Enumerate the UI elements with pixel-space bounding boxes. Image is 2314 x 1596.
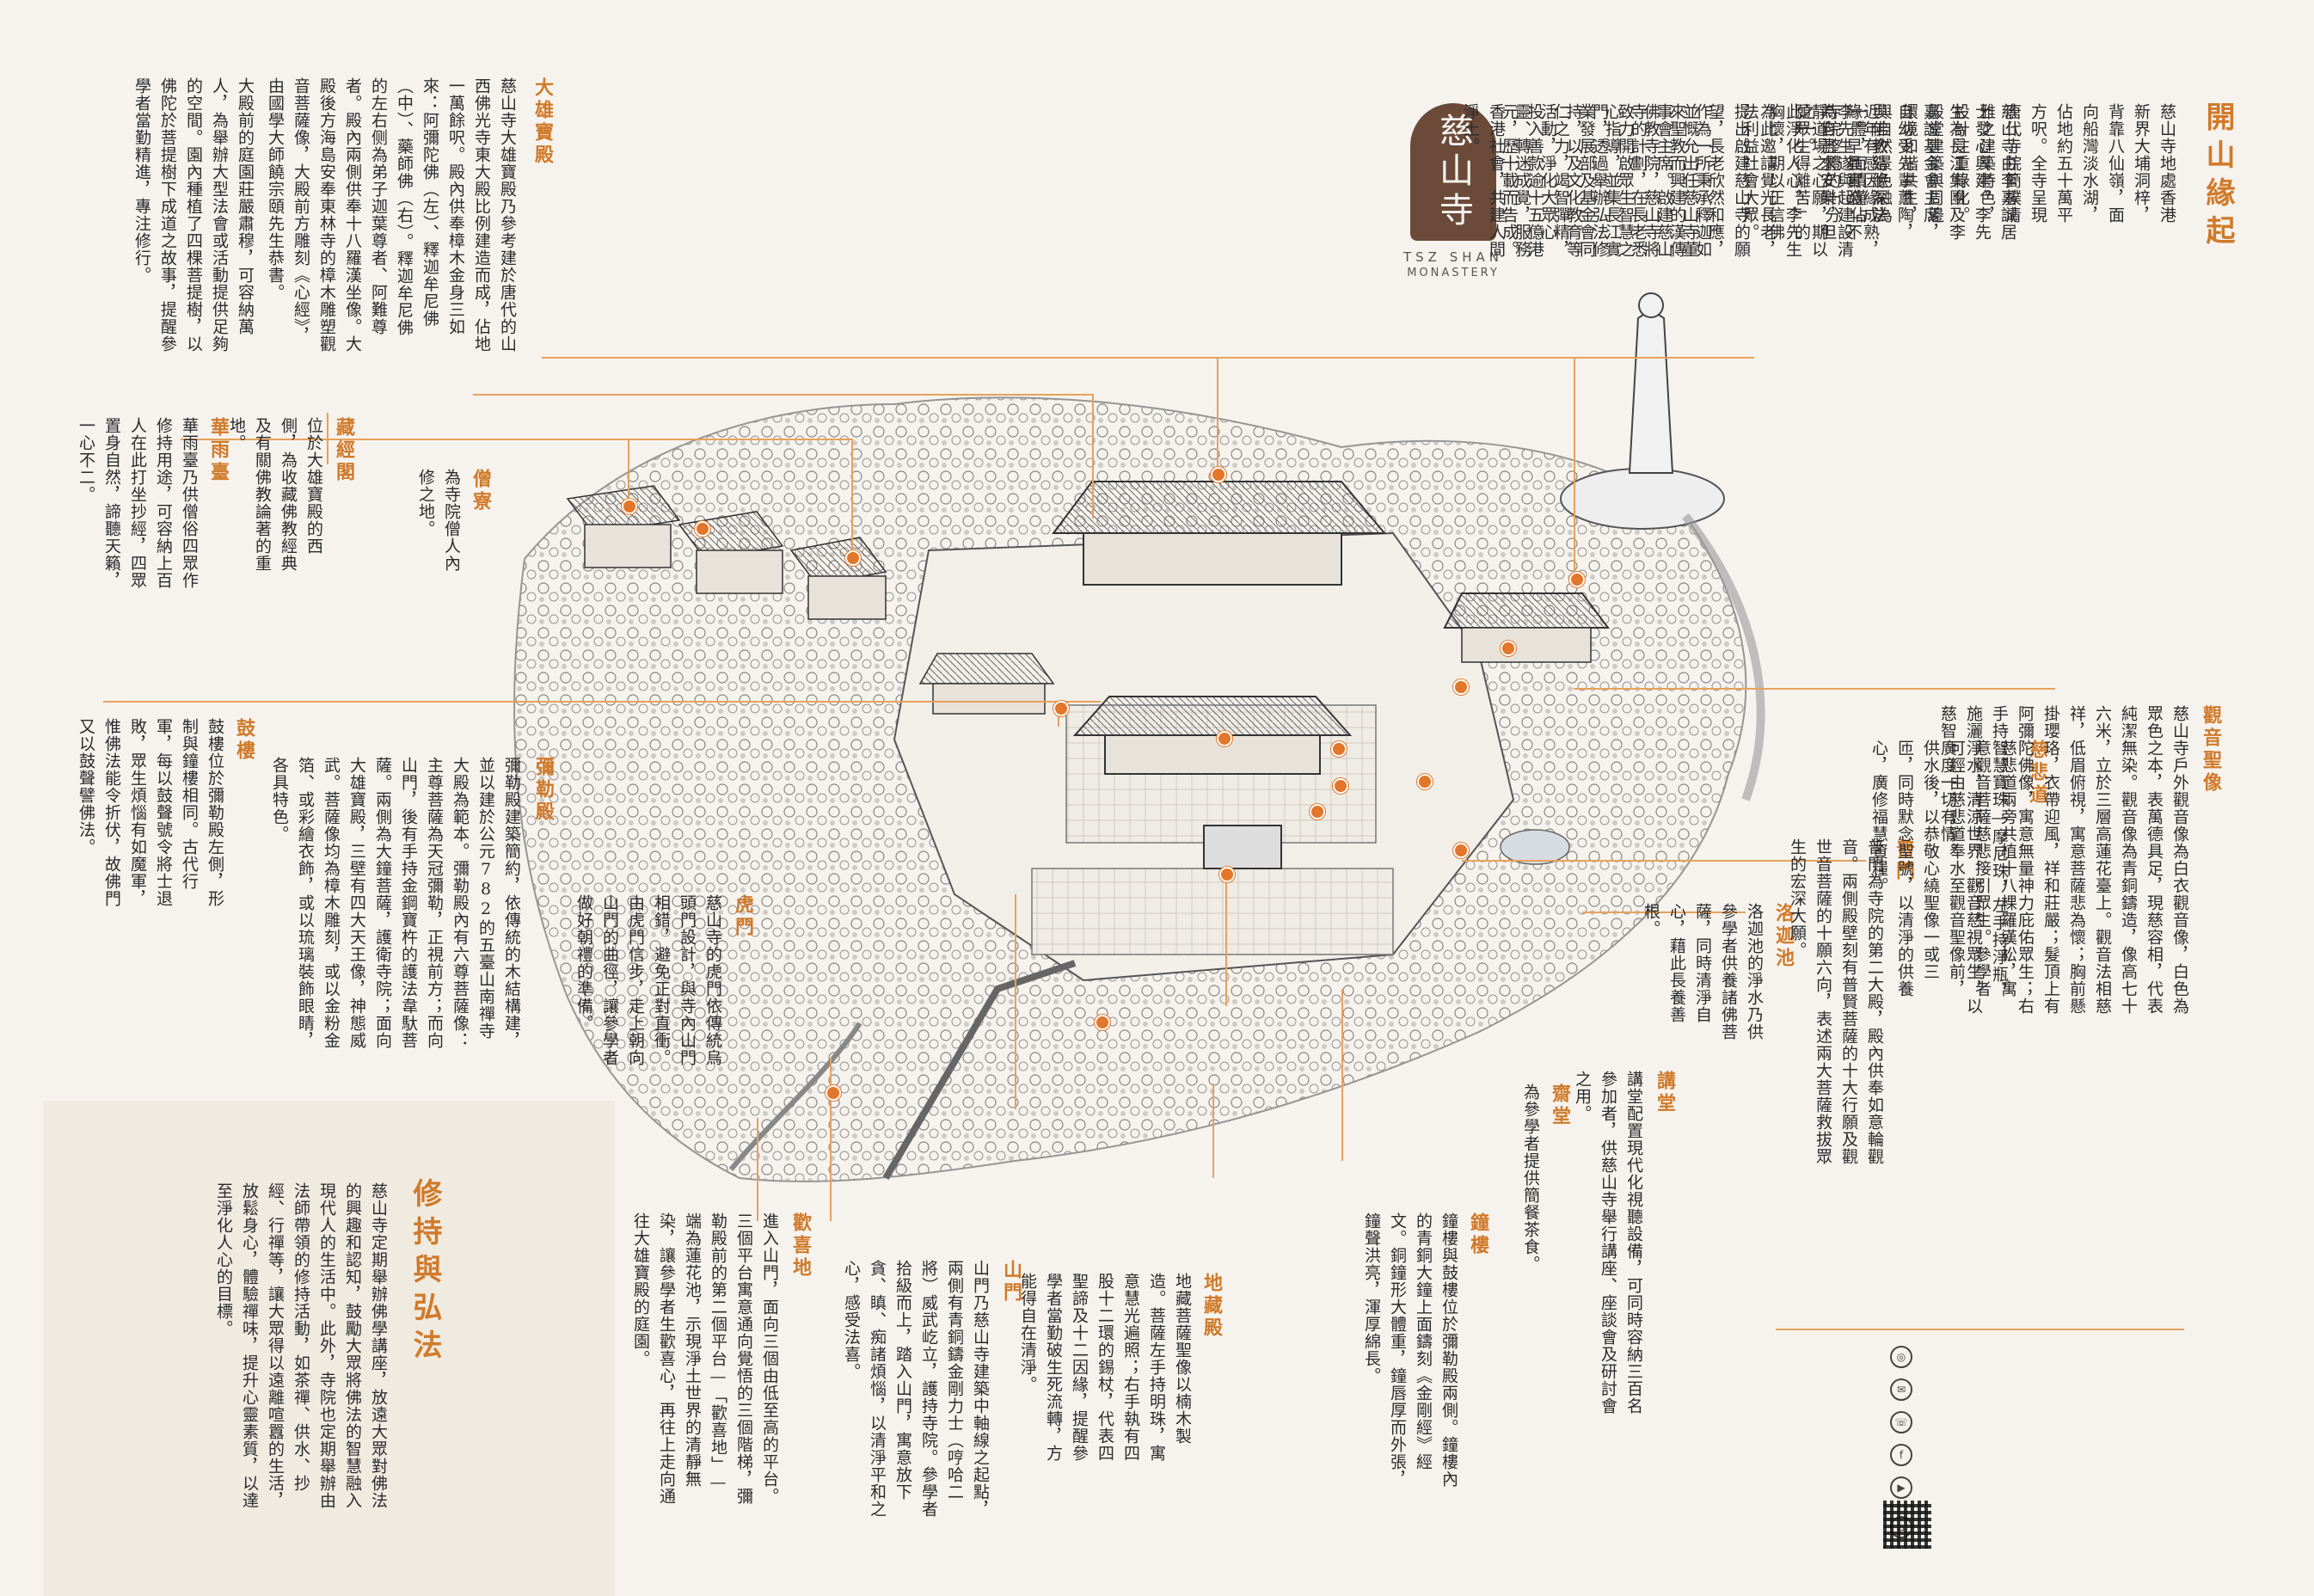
text-dizang: 地藏菩薩聖像以楠木製造。菩薩左手持明珠，寓意慧光遍照；右手執有四股十二環的錫杖，…	[1018, 1273, 1192, 1462]
leader-line	[181, 439, 851, 440]
heading-zhonglou: 鐘樓	[1467, 1212, 1489, 1257]
practice-panel	[43, 1101, 615, 1596]
text-zhaitang: 為參學者提供簡餐茶食。	[1521, 1083, 1540, 1273]
text-zhonglou: 鐘樓與鼓樓位於彌勒殿兩側。鐘樓內的青銅大鐘上面鑄刻《金剛經》經文。銅鐘形大體重，…	[1362, 1212, 1458, 1488]
marker-huayu[interactable]	[845, 550, 861, 566]
leader-line	[103, 701, 1101, 703]
facebook-icon[interactable]: f	[1890, 1444, 1912, 1466]
heading-jiangtang: 講堂	[1654, 1071, 1676, 1115]
heading-daxiong: 大雄寶殿	[531, 77, 554, 167]
text-cangjing: 位於大雄寶殿的西側，為收藏佛教經典及有關佛教論著的重地。	[227, 417, 323, 572]
heading-sengliao: 僧寮	[470, 469, 492, 513]
phone-icon[interactable]: ☏	[1890, 1411, 1912, 1433]
marker-zhonglou[interactable]	[1333, 778, 1348, 794]
text-huayu: 華雨臺乃供僧俗四眾作修持用途，可容納上百人在此打坐抄經，四眾置身自然，諦聽天籟，…	[77, 417, 199, 589]
heading-cibei: 慈悲道	[2026, 740, 2048, 807]
leader-line	[851, 439, 853, 559]
email-icon[interactable]: ✉	[1890, 1378, 1912, 1401]
heading-mile: 彌勒殿	[532, 757, 555, 824]
marker-gulou[interactable]	[1053, 701, 1069, 716]
logo-name-en-2: MONASTERY	[1407, 267, 1500, 279]
marker-sengliao[interactable]	[622, 499, 637, 514]
qr-code[interactable]	[1883, 1501, 1931, 1549]
marker-guanyin[interactable]	[1569, 572, 1585, 587]
heading-gulou: 鼓樓	[233, 718, 255, 763]
heading-zhaitang: 齋堂	[1549, 1083, 1571, 1128]
intro-paragraph-1: 慈山寺地處香港新界大埔洞梓，背靠八仙嶺，面向船灣淡水湖，佔地約五十萬平方呎。全寺…	[1796, 103, 2176, 224]
text-humen: 慈山寺的虎門依傳統烏頭門設計，與寺內山門相錯，避免正對直衝。由虎門信步，走上朝向…	[574, 894, 722, 1066]
intro-paragraph-4: 作為一所秉承釋迦如來聖教而興建的漢傳佛教寺院，慈山寺將致力開啟眾生智慧之門，透過…	[1461, 103, 1712, 258]
leader-line	[757, 1118, 758, 1221]
marker-humen[interactable]	[826, 1085, 841, 1101]
marker-dizang[interactable]	[1310, 804, 1325, 819]
text-mile: 彌勒殿建築簡約，依傳統的木結構建，並以建於公元782的五臺山南禪寺大殿為範本。彌…	[270, 757, 521, 1049]
logo-name-en-1: TSZ SHAN	[1403, 249, 1503, 265]
leader-line	[830, 1058, 832, 1221]
heading-pumen: 普門	[1893, 838, 1915, 883]
text-pumen: 普門為寺院的第二大殿，殿內供奉如意輪觀音。兩側殿壁刻有普賢菩薩的十大行願及觀世音…	[1788, 838, 1884, 1165]
marker-daxiong[interactable]	[1211, 467, 1226, 482]
text-guanyin: 慈山寺戶外觀音像為白衣觀音像，白色為眾色之本，表萬德具足，現慈容相，代表純潔無染…	[1938, 705, 2189, 1015]
leader-line	[628, 439, 629, 507]
leader-line	[1092, 394, 1094, 519]
heading-humen: 虎門	[732, 894, 754, 939]
leader-line	[1574, 688, 2055, 690]
text-huanxi: 進入山門，面向三個由低至高的平台。三個平台寓意通向覺悟的三個階梯，彌勒殿前的第二…	[631, 1212, 779, 1505]
text-front-court: 大殿前的庭園莊嚴肅穆，可容納萬人，為舉辦大型法會或活動提供足夠的空間。園內種植了…	[132, 77, 255, 353]
intro-title: 開山緣起	[2200, 101, 2235, 253]
heading-huayu: 華雨臺	[207, 417, 230, 484]
heading-huanxi: 歡喜地	[789, 1212, 812, 1280]
marker-zhaitang[interactable]	[1331, 741, 1347, 757]
heading-guanyin: 觀音聖像	[2200, 705, 2222, 795]
marker-mile[interactable]	[1217, 731, 1232, 746]
marker-luojia[interactable]	[1453, 843, 1469, 858]
leader-line	[1776, 1329, 2184, 1330]
instagram-icon[interactable]: ◎	[1890, 1346, 1912, 1368]
text-daxiong: 慈山寺大雄寶殿乃參考建於唐代的山西佛光寺東大殿比例建造而成，佔地一萬餘呎。殿內供…	[266, 77, 517, 353]
marker-shanmen[interactable]	[1219, 867, 1235, 882]
marker-cangjing[interactable]	[695, 521, 710, 537]
marker-cibei[interactable]	[1417, 774, 1433, 789]
leader-line	[1582, 912, 1746, 913]
text-sengliao: 為寺院僧人內修之地。	[416, 469, 461, 572]
practice-title: 修持與弘法	[408, 1178, 442, 1367]
marker-jiangtang[interactable]	[1501, 641, 1516, 656]
marker-huanxi[interactable]	[1095, 1015, 1110, 1030]
leader-line	[542, 357, 1754, 359]
youtube-icon[interactable]: ▶	[1890, 1476, 1912, 1499]
text-luojia: 洛迦池的淨水乃供參學者供養諸佛菩薩，同時清淨自心，藉此長養善根。	[1642, 903, 1764, 1040]
leader-line	[1212, 1083, 1214, 1178]
heading-shanmen: 山門	[1000, 1260, 1022, 1304]
leader-line	[1015, 894, 1016, 1109]
leader-line	[1217, 357, 1218, 473]
leader-line	[1341, 989, 1343, 1161]
heading-cangjing: 藏經閣	[333, 417, 355, 484]
leader-line	[1574, 357, 1575, 576]
intro-paragraph-3: 近年有感因緣成熟，李先生遂與起建設清靜道場之心願，期以此淨化人心。李先生為此邀請…	[1500, 103, 1880, 258]
heading-dizang: 地藏殿	[1200, 1273, 1223, 1340]
logo-name-zh: 慈山寺	[1433, 113, 1473, 231]
text-cibei: 慈悲道兩旁共植十八棵羅漢松，寓意觀音菩薩慈悲接引眾生。參學者可經由慈悲道奉水至觀…	[1869, 740, 2017, 998]
leader-line	[1225, 869, 1227, 1006]
logo: 慈山寺	[1410, 103, 1496, 241]
marker-pumen[interactable]	[1453, 679, 1469, 695]
practice-text: 慈山寺定期舉辦佛學講座，放遠大眾對佛法的興趣和認知，鼓勵大眾將佛法的智慧融入現代…	[214, 1182, 388, 1509]
intro-paragraph-2: 慈山寺由李嘉誠居士發心興建。李先生為長江集團及李嘉誠基金會主席，自幼受先輩薰陶，…	[1740, 103, 2017, 241]
heading-luojia: 洛迦池	[1772, 903, 1795, 970]
text-shanmen: 山門乃慈山寺建築中軸線之起點，兩側有青銅鑄金剛力士（哼哈二將）威武屹立，護持寺院…	[842, 1260, 990, 1518]
leader-line	[473, 394, 1092, 396]
text-gulou: 鼓樓位於彌勒殿左側，形制與鐘樓相同。古代行軍，每以鼓聲號令將士退敗，眾生煩惱有如…	[77, 718, 224, 907]
leader-line	[1462, 860, 1866, 862]
text-jiangtang: 講堂配置現代化視聽設備，可同時容納三百名參加者，供慈山寺舉行講座、座談會及研討會…	[1573, 1071, 1643, 1415]
